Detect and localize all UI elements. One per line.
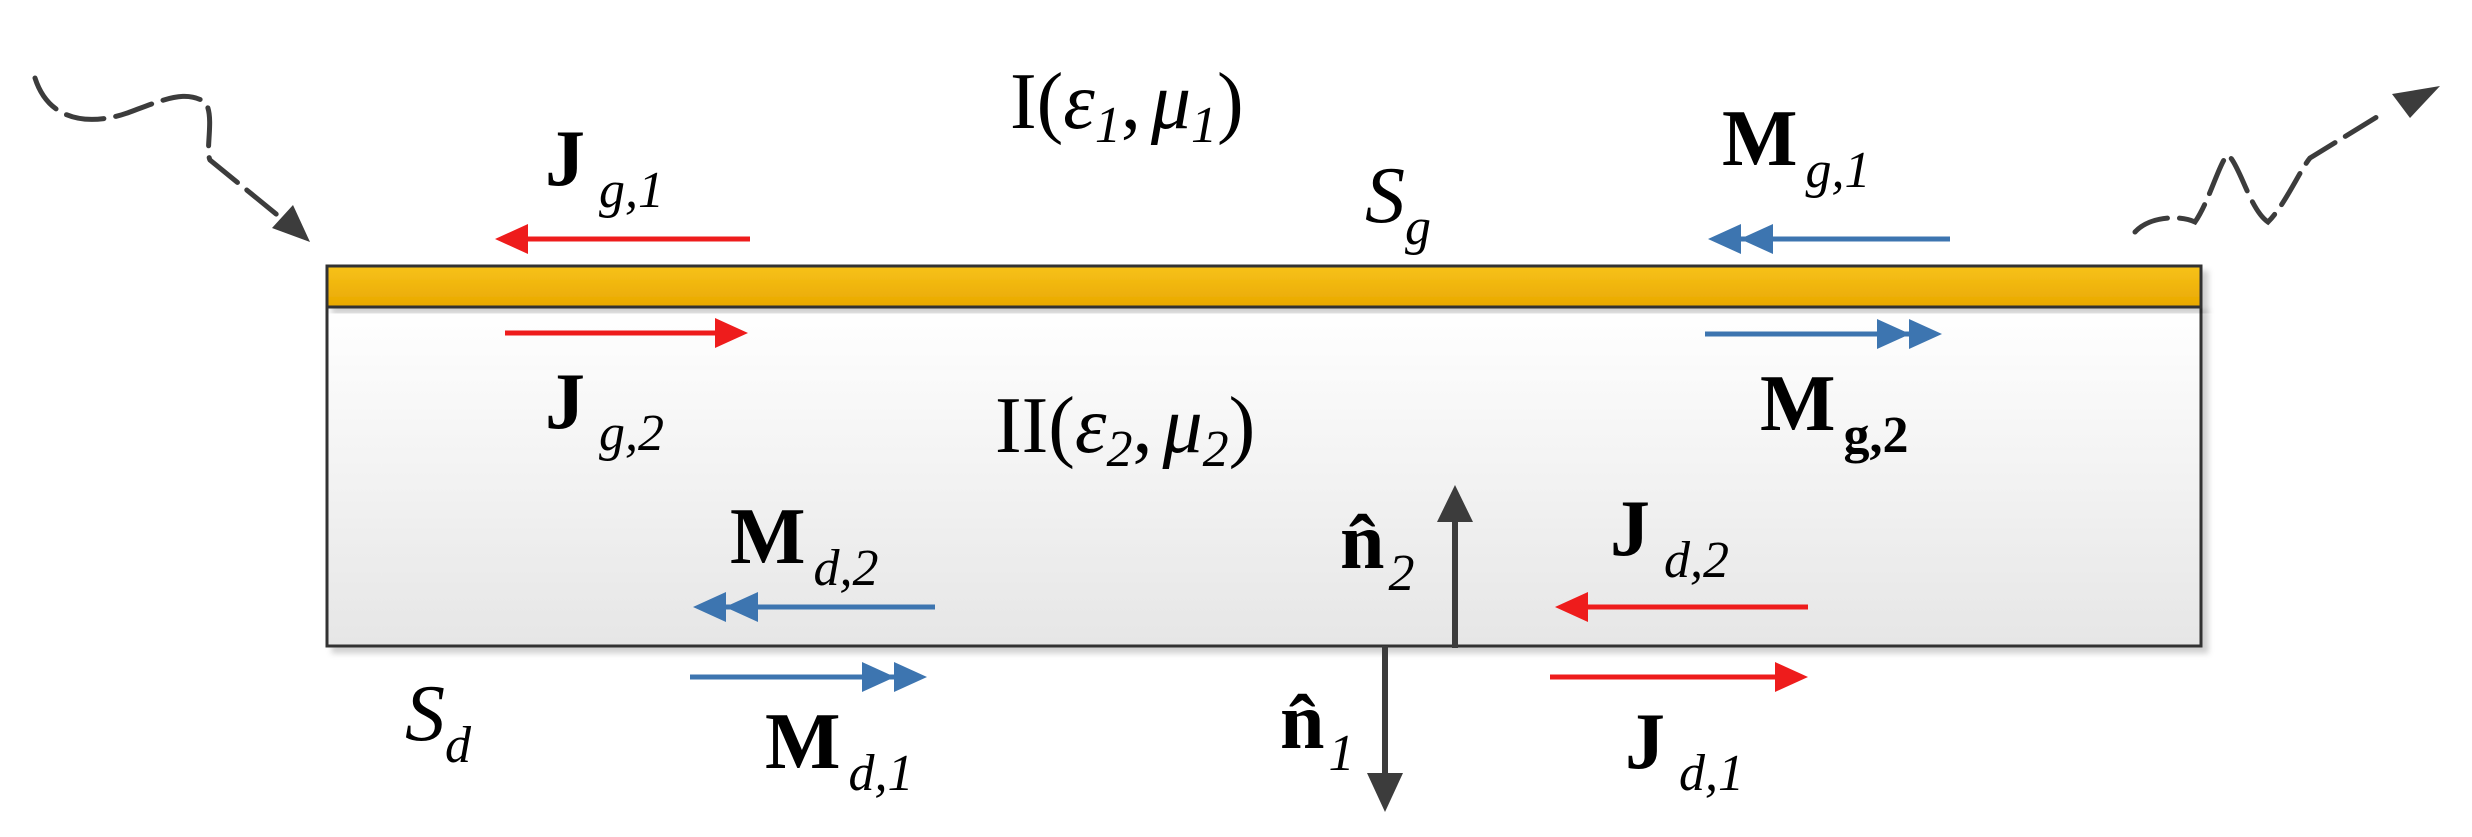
surface-sg-label: Sg	[1365, 152, 1431, 256]
scattered-arrowhead	[2392, 86, 2440, 118]
incident-wave	[32, 75, 295, 230]
md2-arrowhead-inner	[725, 592, 758, 622]
mg2-arrowhead-outer	[1909, 319, 1942, 349]
normal-n1-arrowhead	[1367, 773, 1403, 812]
graphene-layer	[325, 264, 2203, 309]
normal-n2-arrowhead	[1437, 485, 1473, 522]
jg1-arrowhead	[495, 224, 528, 254]
mg2-arrowhead-inner	[1877, 319, 1910, 349]
mg1-arrowhead-inner	[1740, 224, 1773, 254]
md1-arrowhead-inner	[862, 662, 895, 692]
md1-arrowhead-outer	[894, 662, 927, 692]
jg2-arrowhead	[715, 318, 748, 348]
region-1-label: I(ε1,μ1)	[1010, 58, 1244, 154]
md2-arrowhead-outer	[693, 592, 726, 622]
mg1-arrowhead-outer	[1708, 224, 1741, 254]
region-2-label: II(ε2,μ2)	[995, 382, 1255, 478]
surface-sd-label: Sd	[405, 670, 472, 774]
jd1-arrowhead	[1775, 662, 1808, 692]
normal-n1-label: n̂1	[1280, 678, 1355, 782]
scattered-wave	[2132, 109, 2388, 235]
normal-n2-label: n̂2	[1340, 498, 1415, 602]
dielectric-slab	[325, 304, 2203, 648]
incident-arrowhead	[272, 205, 310, 242]
jd2-arrowhead	[1555, 592, 1588, 622]
